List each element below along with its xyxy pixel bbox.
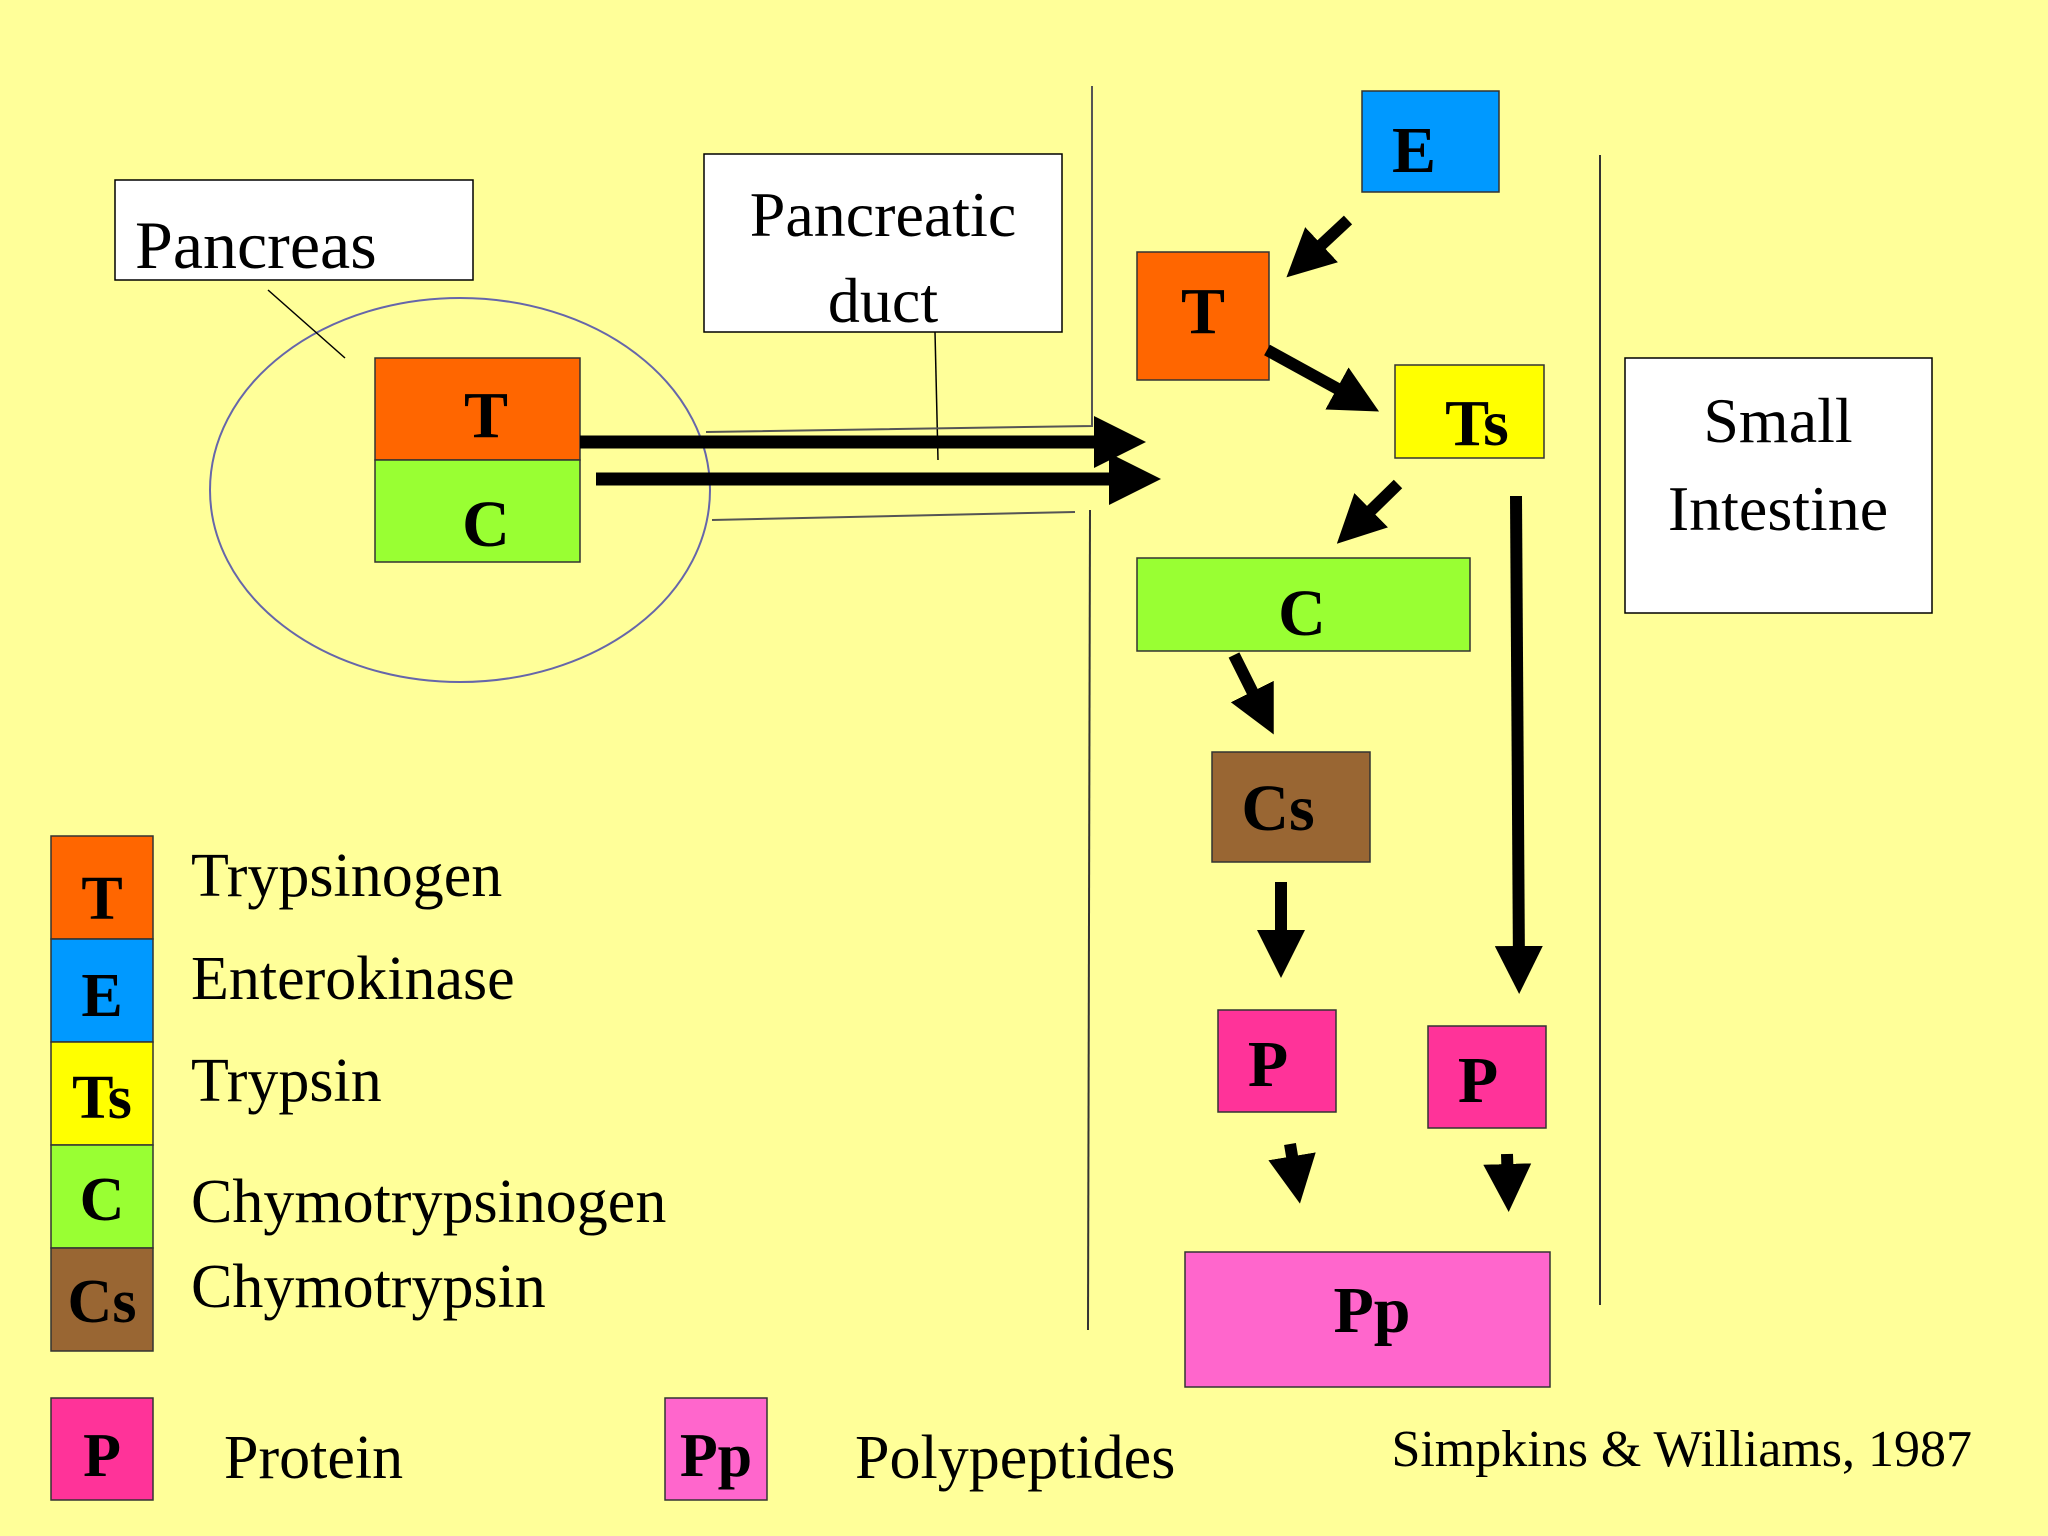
pancreas-trypsinogen-box <box>374 357 581 461</box>
enterokinase-box <box>1361 90 1500 193</box>
duct-label-box <box>703 153 1063 333</box>
chymotrypsinogen-box <box>1136 557 1471 652</box>
legend-swatch-enterokinase <box>50 938 154 1043</box>
intestine-label-box <box>1624 357 1933 614</box>
intestine-wall-left <box>1087 509 1091 1331</box>
legend-code-polypeptides: Pp <box>680 1422 752 1490</box>
arrow-ts-to-p <box>1494 495 1543 994</box>
trypsin-box <box>1394 364 1545 459</box>
enterokinase-code: E <box>1392 114 1436 187</box>
legend: T Trypsinogen E Enterokinase Ts Trypsin … <box>50 835 666 1352</box>
pancreas-label-box <box>114 179 474 281</box>
legend-swatch-chymotrypsin <box>50 1247 154 1352</box>
protein-code-left: P <box>1248 1028 1288 1101</box>
legend-name-polypeptides: Polypeptides <box>855 1424 1175 1492</box>
legend-code-chymotrypsinogen: C <box>80 1166 125 1234</box>
pancreas-label: Pancreas <box>135 207 377 283</box>
pancreas-pointer <box>267 289 346 359</box>
protein-box-left <box>1217 1009 1337 1113</box>
intestine-label-line2: Intestine <box>1668 473 1888 544</box>
polypeptides-code: Pp <box>1333 1274 1410 1347</box>
citation: Simpkins & Williams, 1987 <box>1391 1421 1972 1478</box>
legend-swatch-trypsin <box>50 1041 154 1146</box>
duct-lower-wall <box>711 511 1076 521</box>
arrow-p-left-to-pp <box>1268 1143 1316 1204</box>
legend-swatch-protein <box>50 1397 154 1501</box>
legend-name-protein: Protein <box>224 1424 403 1492</box>
duct-label-line1: Pancreatic <box>750 179 1017 250</box>
pancreas-trypsinogen-code: T <box>464 379 508 452</box>
legend-swatch-polypeptides <box>664 1397 768 1501</box>
legend-name-enterokinase: Enterokinase <box>191 945 515 1013</box>
legend-code-chymotrypsin: Cs <box>68 1268 137 1336</box>
polypeptides-box <box>1184 1251 1551 1388</box>
bottom-legend: P Protein Pp Polypeptides <box>50 1397 1175 1501</box>
chymotrypsinogen-code: C <box>1278 577 1326 650</box>
arrow-p-right-to-pp <box>1483 1153 1532 1212</box>
protein-code-right: P <box>1458 1044 1498 1117</box>
legend-code-protein: P <box>83 1422 121 1490</box>
legend-swatch-trypsinogen <box>50 835 154 940</box>
trypsin-code: Ts <box>1445 387 1509 460</box>
legend-name-trypsin: Trypsin <box>191 1047 382 1115</box>
legend-name-chymotrypsinogen: Chymotrypsinogen <box>191 1168 666 1236</box>
arrow-t-to-ts <box>1264 344 1380 412</box>
legend-swatch-chymotrypsinogen <box>50 1144 154 1249</box>
pancreas-chymotrypsinogen-box <box>374 459 581 563</box>
arrow-ts-to-c <box>1336 479 1403 544</box>
duct-label-line2: duct <box>828 265 938 336</box>
legend-code-trypsinogen: T <box>81 865 122 933</box>
pancreas-chymotrypsinogen-code: C <box>462 488 510 561</box>
trypsinogen-code: T <box>1181 275 1225 348</box>
arrow-e-to-t <box>1286 215 1353 278</box>
legend-code-enterokinase: E <box>81 962 122 1030</box>
intestine-label-line1: Small <box>1703 385 1852 456</box>
protein-box-right <box>1427 1025 1547 1129</box>
chymotrypsin-code: Cs <box>1241 772 1314 845</box>
legend-name-chymotrypsin: Chymotrypsin <box>191 1253 546 1321</box>
arrow-c-to-cs <box>1228 652 1274 735</box>
chymotrypsin-box <box>1211 751 1371 863</box>
trypsinogen-box <box>1136 251 1270 381</box>
legend-name-trypsinogen: Trypsinogen <box>191 842 502 910</box>
legend-code-trypsin: Ts <box>72 1064 132 1132</box>
pancreas-outline <box>209 297 711 683</box>
duct-upper-wall <box>705 86 1093 433</box>
